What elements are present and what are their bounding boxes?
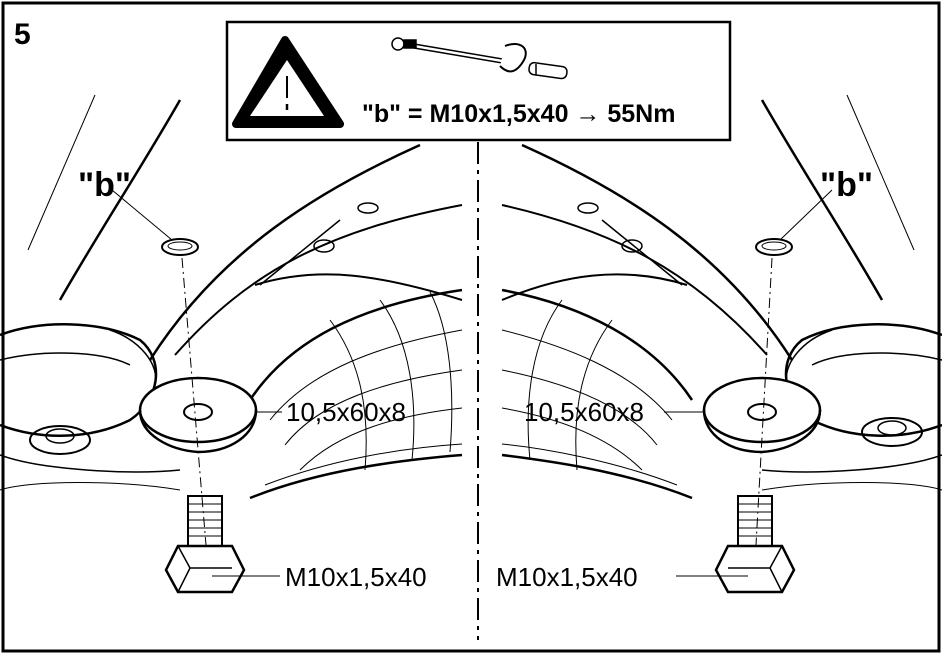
step-number: 5 [14,18,31,51]
warning-triangle-icon [232,36,344,128]
callout-b-left: "b" [78,166,131,204]
bolt-label-left: M10x1,5x40 [285,562,427,592]
washer-label-right: 10,5x60x8 [524,397,644,427]
washer-label-left: 10,5x60x8 [286,397,406,427]
warning-box: "b" = M10x1,5x40 → 55Nm [225,20,732,142]
right-view [501,94,942,594]
bolt-label-right: M10x1,5x40 [496,562,638,592]
left-view [0,94,463,594]
torque-wrench-icon [391,37,568,80]
torque-spec: "b" = M10x1,5x40 → 55Nm [362,100,675,128]
callout-b-right: "b" [820,166,873,204]
